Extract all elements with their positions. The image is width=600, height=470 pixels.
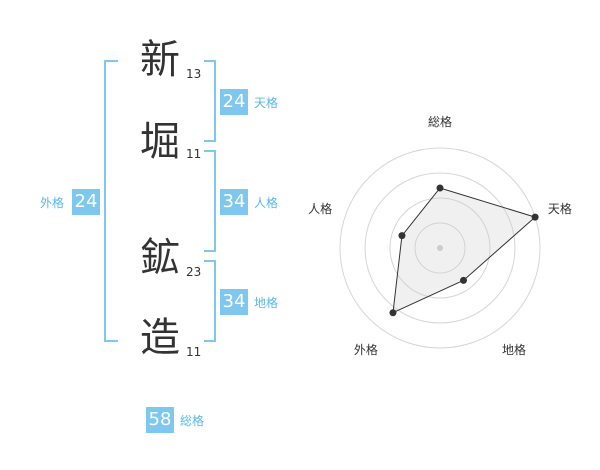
gaikaku-bracket bbox=[104, 60, 118, 342]
radar-axis-label: 天格 bbox=[548, 201, 572, 216]
radar-polygon bbox=[392, 187, 537, 314]
name-char-3: 鉱 bbox=[140, 235, 180, 281]
gaikaku-label: 外格 bbox=[40, 196, 65, 210]
name-char-2: 堀 bbox=[140, 119, 180, 165]
radar-point bbox=[531, 213, 539, 221]
tenkaku-bracket bbox=[204, 60, 216, 142]
radar-axis-label: 人格 bbox=[308, 201, 332, 216]
radar-point bbox=[398, 232, 406, 240]
chikaku-bracket bbox=[204, 260, 216, 342]
radar-point bbox=[389, 309, 397, 317]
gaikaku-badge: 24 bbox=[72, 189, 100, 215]
radar-points bbox=[389, 184, 539, 317]
soukaku-label: 総格 bbox=[180, 414, 205, 428]
radar-point bbox=[460, 276, 468, 284]
chikaku-label: 地格 bbox=[254, 296, 279, 310]
radar-ring-4 bbox=[339, 147, 541, 349]
stroke-count-1: 13 bbox=[186, 67, 202, 81]
radar-point bbox=[436, 184, 444, 192]
tenkaku-label: 天格 bbox=[254, 96, 279, 110]
jinkaku-label: 人格 bbox=[254, 196, 279, 210]
radar-ring-3 bbox=[364, 172, 516, 324]
radar-rings bbox=[339, 147, 541, 349]
soukaku-badge: 58 bbox=[146, 407, 174, 433]
jinkaku-badge: 34 bbox=[220, 189, 248, 215]
chikaku-badge: 34 bbox=[220, 289, 248, 315]
name-char-1: 新 bbox=[140, 37, 180, 83]
stroke-count-2: 11 bbox=[186, 147, 202, 161]
radar-ring-1 bbox=[414, 222, 466, 274]
radar-axis-label: 地格 bbox=[502, 342, 526, 357]
radar-center-dot bbox=[437, 245, 443, 251]
stroke-count-3: 23 bbox=[186, 265, 202, 279]
stroke-count-4: 11 bbox=[186, 345, 202, 359]
name-char-4: 造 bbox=[140, 315, 180, 361]
tenkaku-badge: 24 bbox=[220, 89, 248, 115]
radar-axis-label: 外格 bbox=[354, 342, 378, 357]
radar-axis-label: 総格 bbox=[428, 114, 452, 129]
jinkaku-bracket bbox=[204, 150, 216, 252]
radar-ring-2 bbox=[389, 197, 491, 299]
